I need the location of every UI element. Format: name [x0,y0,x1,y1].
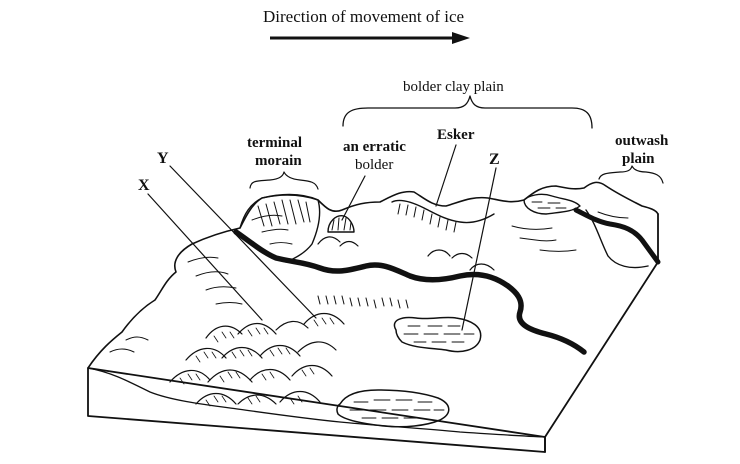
leader-erratic [341,175,366,221]
outwash-plain-label-line2: plain [622,151,655,167]
esker-ridge [391,199,495,233]
direction-caption: Direction of movement of ice [263,7,464,26]
leader-x [147,193,263,321]
point-z-label: Z [489,151,500,168]
meltwater-river [233,229,587,355]
outwash-plain-area [511,193,649,269]
leader-lines [147,144,497,331]
erratic-boulder [327,215,355,233]
landscape-surface-outline [87,181,659,369]
bolder-clay-brace [342,95,593,129]
drumlin-field [169,312,345,405]
terminal-moraine-label-line2: morain [255,153,302,169]
leader-z [461,167,497,331]
erratic-label-line2: bolder [355,157,393,173]
front-lake [336,389,450,428]
leader-y [169,165,317,319]
lake-z [393,316,482,353]
rear-drumlins [317,236,495,271]
erratic-label-line1: an erratic [343,139,406,155]
block-right-edge [544,213,659,453]
left-slope-texture [109,256,409,353]
esker-label: Esker [437,127,475,143]
block-front-face-detail [87,367,546,438]
outwash-plain-brace [598,165,664,184]
bolder-clay-plain-label: bolder clay plain [403,79,504,95]
ice-direction-arrow [270,32,470,44]
block-front-edge [87,367,546,453]
point-x-label: X [138,177,150,194]
drumlin-hatching [179,317,335,407]
point-y-label: Y [157,150,169,167]
outwash-plain-label-line1: outwash [615,133,669,149]
terminal-moraine-brace [249,171,319,190]
terminal-moraine-ridge [239,194,321,263]
terminal-moraine-label-line1: terminal [247,135,302,151]
meltwater-river-east [573,207,661,265]
leader-esker [435,144,457,207]
